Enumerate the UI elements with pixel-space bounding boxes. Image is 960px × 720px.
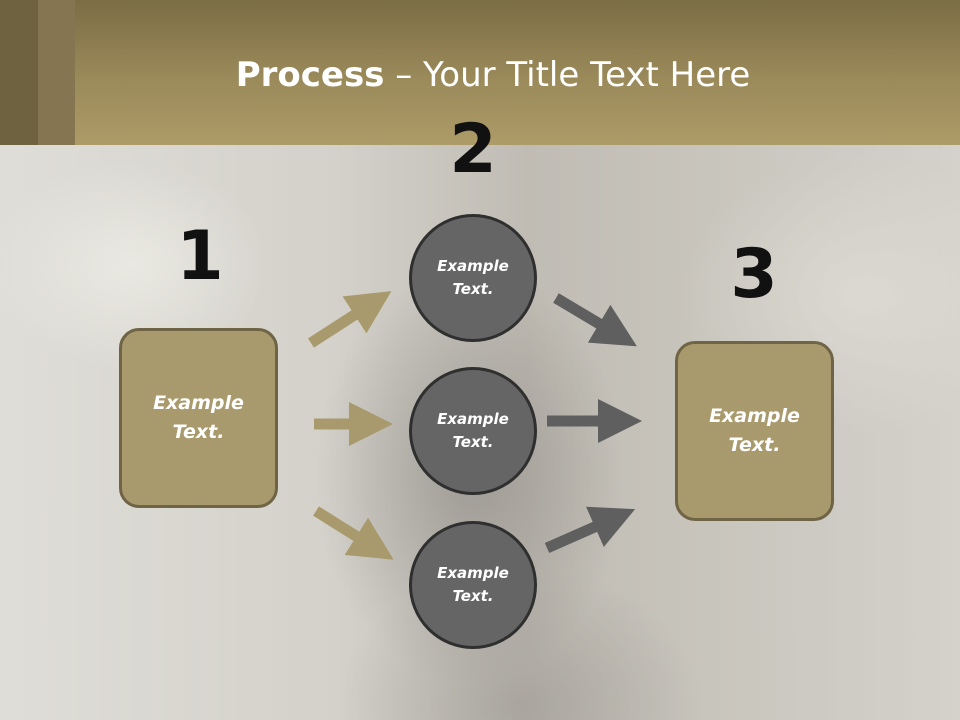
title-bold: Process (235, 55, 385, 95)
header-bar (0, 0, 960, 145)
step-number-3: 3 (730, 235, 778, 314)
step-3-label: Example Text. (709, 405, 800, 456)
arrow-1-to-top (308, 291, 392, 348)
step-2-circle-middle-label: Example Text. (437, 410, 509, 451)
title-rest: – Your Title Text Here (384, 55, 751, 95)
arrow-1-to-bottom (313, 506, 394, 560)
header-accent-dark (0, 0, 38, 145)
step-2-circle-top: Example Text. (409, 214, 537, 342)
step-number-2: 2 (449, 110, 497, 189)
step-2-circle-middle: Example Text. (409, 367, 537, 495)
step-1-box: Example Text. (119, 328, 278, 508)
arrow-bottom-to-3 (544, 506, 636, 554)
step-2-circle-top-label: Example Text. (437, 257, 509, 298)
header-accent-mid (38, 0, 75, 145)
step-2-circle-bottom: Example Text. (409, 521, 537, 649)
slide-title: Process – Your Title Text Here (0, 52, 960, 98)
step-2-circle-bottom-label: Example Text. (437, 564, 509, 605)
step-number-1: 1 (176, 217, 224, 296)
step-3-box: Example Text. (675, 341, 834, 521)
arrow-top-to-3 (553, 293, 637, 347)
step-1-label: Example Text. (153, 392, 244, 443)
